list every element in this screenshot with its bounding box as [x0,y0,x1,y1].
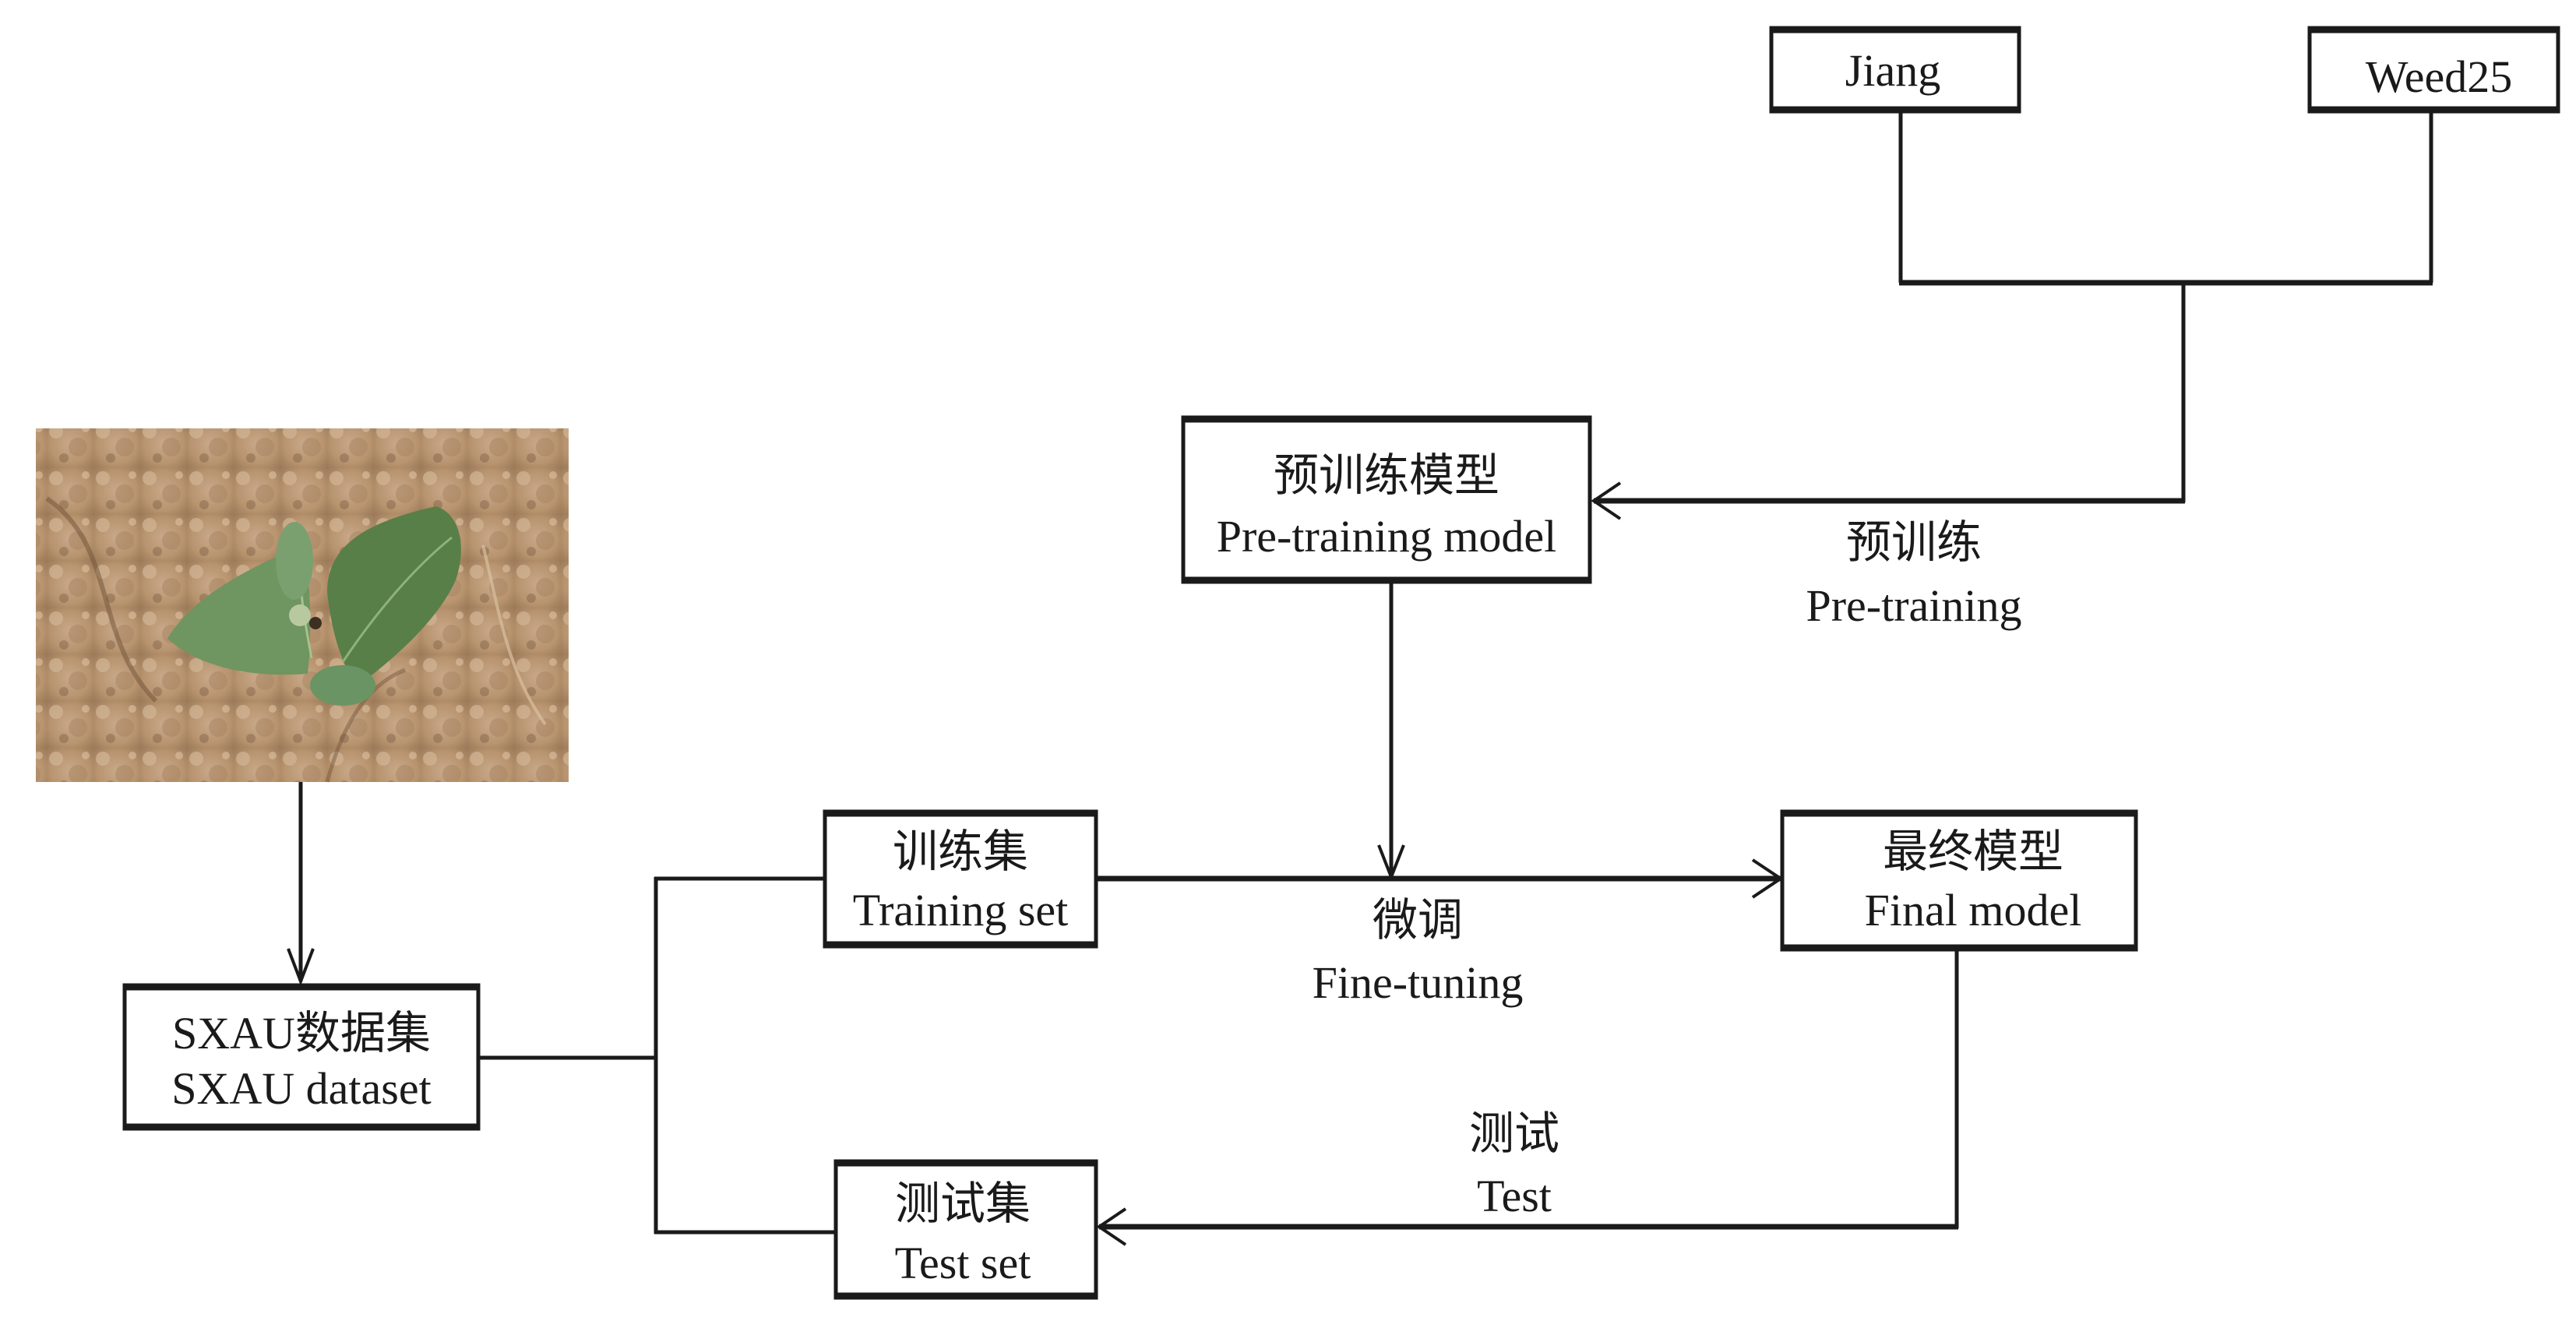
edge-label-test: 测试 Test [1469,1108,1559,1221]
node-jiang-label: Jiang [1845,45,1940,96]
edge-label-finetuning: 微调 Fine-tuning [1313,895,1524,1008]
node-weed25-label: Weed25 [2366,51,2513,102]
edge-pretraining-en: Pre-training [1806,580,2021,631]
node-training-set-en: Training set [853,885,1069,935]
edge-test-en: Test [1477,1171,1552,1221]
arrowhead-left-icon [1591,481,1622,520]
edge-test-zh: 测试 [1469,1108,1559,1159]
connector-sxau-split [478,876,836,1235]
node-training-set: 训练集 Training set [823,809,1098,949]
node-final-model-en: Final model [1865,885,2082,935]
node-sxau-dataset: SXAU数据集 SXAU dataset [122,983,481,1131]
connector-datasets-merge [1591,111,2433,520]
node-test-set: 测试集 Test set [833,1159,1098,1300]
node-weed25: Weed25 [2307,26,2560,114]
edge-finetuning-zh: 微调 [1373,895,1463,946]
node-test-set-en: Test set [895,1238,1031,1288]
connector-final-to-test [1096,949,1959,1246]
node-sxau-dataset-en: SXAU dataset [171,1063,431,1114]
node-pretrain-model: 预训练模型 Pre-training model [1181,415,1592,584]
connector-training-to-final [1096,858,1784,899]
edge-pretraining-zh: 预训练 [1846,517,1982,568]
node-sxau-dataset-zh: SXAU数据集 [172,1008,431,1059]
seedling-photo [36,428,569,783]
node-final-model: 最终模型 Final model [1780,809,2138,952]
edge-label-pretraining: 预训练 Pre-training [1806,517,2021,631]
node-jiang: Jiang [1769,26,2021,114]
node-pretrain-model-zh: 预训练模型 [1274,450,1499,501]
arrowhead-down-icon [287,948,315,986]
node-pretrain-model-en: Pre-training model [1217,511,1557,562]
arrowhead-left-icon [1096,1207,1127,1246]
node-training-set-zh: 训练集 [893,826,1028,877]
connector-photo-to-sxau [287,782,315,986]
edge-finetuning-en: Fine-tuning [1313,957,1524,1008]
seedling-leaves [167,506,461,706]
node-test-set-zh: 测试集 [895,1178,1031,1229]
connector-pretrain-to-finetune [1377,582,1405,882]
node-final-model-zh: 最终模型 [1883,826,2063,877]
